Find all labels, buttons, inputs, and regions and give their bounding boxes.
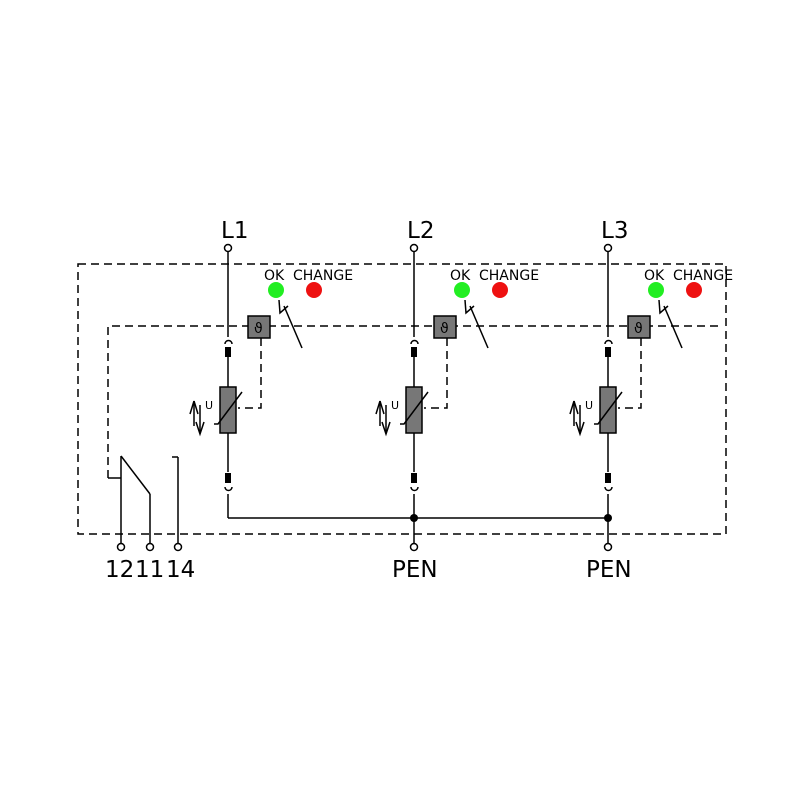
- enclosure-outline: [77, 263, 727, 535]
- change-indicator-led: [686, 282, 702, 298]
- varistor-symbol: U: [391, 399, 399, 412]
- thermal-disconnector: [247, 315, 271, 339]
- ok-label: OK: [264, 268, 285, 284]
- fuse-contact: [605, 473, 611, 483]
- thermal-disconnector: [433, 315, 457, 339]
- ok-indicator-led: [454, 282, 470, 298]
- terminal-label-12: 12: [105, 557, 134, 583]
- fuse-contact: [411, 347, 417, 357]
- ok-indicator-led: [648, 282, 664, 298]
- thermal-symbol: ϑ: [254, 321, 263, 337]
- thermal-disconnector: [627, 315, 651, 339]
- varistor-symbol: U: [205, 399, 213, 412]
- phase-terminal: [223, 243, 233, 253]
- terminal-12: [116, 542, 126, 552]
- terminal-pen-2: [409, 542, 419, 552]
- terminal-14: [173, 542, 183, 552]
- phase-label: L1: [221, 218, 248, 244]
- change-indicator-led: [492, 282, 508, 298]
- terminal-label-pen-2: PEN: [392, 557, 438, 583]
- phase-label: L2: [407, 218, 434, 244]
- fuse-contact: [605, 347, 611, 357]
- thermal-symbol: ϑ: [634, 321, 643, 337]
- change-label: CHANGE: [673, 268, 733, 284]
- phase-module-l1: L1 U ϑ OK CHANGE: [189, 218, 353, 518]
- ok-label: OK: [644, 268, 665, 284]
- phase-module-l2: L2 U ϑ OK CHANGE: [375, 218, 539, 518]
- change-label: CHANGE: [479, 268, 539, 284]
- ok-indicator-led: [268, 282, 284, 298]
- thermal-link-line: [107, 325, 722, 478]
- varistor-symbol: U: [585, 399, 593, 412]
- phase-terminal: [409, 243, 419, 253]
- thermal-symbol: ϑ: [440, 321, 449, 337]
- phase-module-l3: L3 U ϑ OK CHANGE: [569, 218, 733, 518]
- fuse-contact: [225, 473, 231, 483]
- fuse-contact: [411, 473, 417, 483]
- phase-label: L3: [601, 218, 628, 244]
- ok-label: OK: [450, 268, 471, 284]
- terminal-label-11: 11: [135, 557, 164, 583]
- change-indicator-led: [306, 282, 322, 298]
- terminal-pen-3: [603, 542, 613, 552]
- change-label: CHANGE: [293, 268, 353, 284]
- phase-terminal: [603, 243, 613, 253]
- terminal-label-14: 14: [166, 557, 195, 583]
- terminal-label-pen-3: PEN: [586, 557, 632, 583]
- fuse-contact: [225, 347, 231, 357]
- terminal-11: [145, 542, 155, 552]
- remote-signal-contact: [108, 455, 179, 544]
